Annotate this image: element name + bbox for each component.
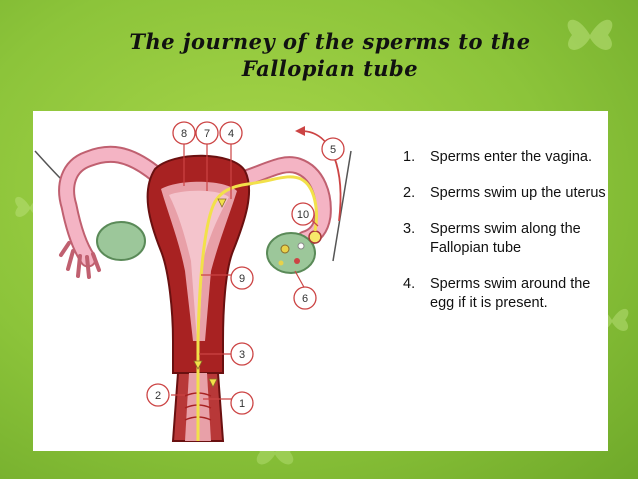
- step-item: 1. Sperms enter the vagina.: [403, 148, 608, 167]
- step-number: 4.: [403, 276, 416, 292]
- slide-title: The journey of the sperms to the Fallopi…: [60, 28, 600, 82]
- callout-2: 2: [146, 383, 170, 407]
- callout-7: 7: [195, 121, 219, 145]
- fimbriae-left: [59, 241, 101, 279]
- callout-10: 10: [291, 202, 315, 226]
- callout-5: 5: [321, 137, 345, 161]
- ovary-left: [96, 221, 146, 261]
- svg-text:1: 1: [239, 398, 245, 410]
- step-text: Sperms swim along the Fallopian tube: [430, 221, 581, 256]
- callout-9: 9: [230, 266, 254, 290]
- ovary-right: [266, 232, 316, 274]
- reproductive-system-diagram: 8 7 4 5 10 9 6 3 2 1: [34, 121, 352, 442]
- step-item: 2. Sperms swim up the uterus: [403, 184, 608, 203]
- step-item: 4. Sperms swim around the egg if it is p…: [403, 275, 608, 313]
- step-number: 2.: [403, 185, 416, 201]
- svg-text:7: 7: [204, 128, 210, 140]
- content-panel: 8 7 4 5 10 9 6 3 2 1 1. Sperms enter the…: [33, 111, 608, 451]
- callout-4: 4: [219, 121, 243, 145]
- svg-text:8: 8: [181, 128, 187, 140]
- callout-6: 6: [293, 286, 317, 310]
- step-text: Sperms enter the vagina.: [430, 149, 593, 165]
- title-line-1: The journey of the sperms to the: [129, 29, 531, 54]
- svg-text:6: 6: [302, 293, 308, 305]
- steps-list: 1. Sperms enter the vagina. 2. Sperms sw…: [403, 148, 608, 330]
- callout-1: 1: [230, 391, 254, 415]
- step-number: 1.: [403, 149, 416, 165]
- step-text: Sperms swim up the uterus: [430, 185, 606, 201]
- step-text: Sperms swim around the egg if it is pres…: [430, 276, 591, 311]
- svg-text:9: 9: [239, 273, 245, 285]
- svg-text:4: 4: [228, 128, 234, 140]
- title-line-2: Fallopian tube: [241, 56, 419, 81]
- svg-text:3: 3: [239, 349, 245, 361]
- svg-text:5: 5: [330, 144, 336, 156]
- svg-text:10: 10: [297, 209, 309, 221]
- ligament-line-left: [34, 150, 64, 182]
- svg-text:2: 2: [155, 390, 161, 402]
- step-item: 3. Sperms swim along the Fallopian tube: [403, 220, 608, 258]
- ligament-line-right: [332, 150, 352, 262]
- callout-8: 8: [172, 121, 196, 145]
- egg-cell: [308, 230, 322, 244]
- butterfly-decoration: [567, 19, 613, 50]
- step-number: 3.: [403, 221, 416, 237]
- callout-3: 3: [230, 342, 254, 366]
- sperm-path: [196, 175, 318, 441]
